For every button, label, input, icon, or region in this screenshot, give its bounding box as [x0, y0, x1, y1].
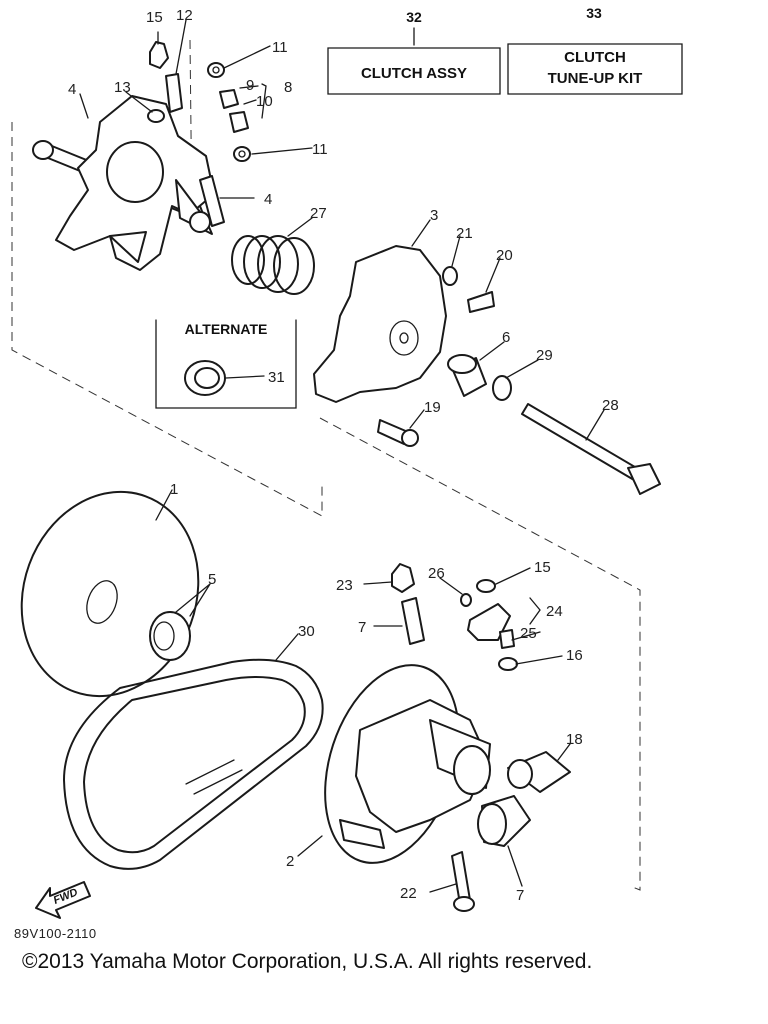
- callout-22: 22: [400, 885, 417, 902]
- callout-18: 18: [566, 731, 583, 748]
- callout-12: 12: [176, 7, 193, 24]
- callout-27: 27: [310, 205, 327, 222]
- alternate-box[interactable]: ALTERNATE: [155, 319, 297, 409]
- callout-8: 8: [284, 79, 292, 96]
- washer-16[interactable]: [498, 657, 518, 671]
- bolt-20[interactable]: [467, 291, 495, 313]
- callout-2: 2: [286, 853, 294, 870]
- callout-13: 13: [114, 79, 131, 96]
- callout-20: 20: [496, 247, 513, 264]
- callout-16: 16: [566, 647, 583, 664]
- callout-11a: 11: [272, 39, 288, 56]
- long-bolt-28[interactable]: [521, 403, 661, 495]
- clutch-assy-box[interactable]: 32 CLUTCH ASSY: [327, 9, 501, 95]
- diagram-code: 89V100-2110: [14, 926, 97, 941]
- collar-26[interactable]: [460, 593, 472, 607]
- tuneup-kit-label-line1: CLUTCH: [564, 49, 626, 66]
- clutch-assy-label: CLUTCH ASSY: [361, 65, 467, 82]
- arm-24[interactable]: [467, 603, 511, 641]
- callout-6: 6: [502, 329, 510, 346]
- fwd-arrow-icon: FWD: [35, 881, 91, 919]
- callout-31: 31: [268, 369, 285, 386]
- sleeve-18[interactable]: [507, 751, 571, 793]
- washer-21[interactable]: [442, 266, 458, 286]
- callout-15a: 15: [146, 9, 163, 26]
- callout-11b: 11: [312, 141, 328, 158]
- spring-27[interactable]: [231, 235, 315, 295]
- callout-9: 9: [246, 77, 254, 94]
- callout-23: 23: [336, 577, 353, 594]
- fixed-sheave-1[interactable]: [0, 467, 226, 721]
- collar-7[interactable]: [477, 795, 531, 847]
- callout-7b: 7: [516, 887, 524, 904]
- washer-29[interactable]: [492, 375, 512, 401]
- callout-labels: 15 12 11 13 9 10 8 4 11 4 27 3 21 20 31 …: [68, 7, 619, 904]
- bushing-25[interactable]: [499, 629, 515, 649]
- bolt-4[interactable]: [199, 175, 225, 227]
- spider-assembly[interactable]: [32, 95, 215, 271]
- washer-11-top[interactable]: [207, 62, 225, 78]
- pin-7[interactable]: [401, 597, 425, 645]
- bolt-19[interactable]: [377, 419, 419, 447]
- cover-3[interactable]: [313, 245, 447, 403]
- callout-24: 24: [546, 603, 563, 620]
- callout-26: 26: [428, 565, 445, 582]
- callout-30: 30: [298, 623, 315, 640]
- bushing-5[interactable]: [149, 611, 191, 661]
- washer-11-lower[interactable]: [233, 146, 251, 162]
- callout-25: 25: [520, 625, 537, 642]
- callout-28: 28: [602, 397, 619, 414]
- sheave-assembly-2[interactable]: [302, 648, 491, 880]
- callout-19: 19: [424, 399, 441, 416]
- roller-13[interactable]: [147, 109, 165, 123]
- kit-number-33: 33: [586, 5, 602, 21]
- weight-cap-23[interactable]: [391, 563, 415, 593]
- pin-12[interactable]: [165, 73, 183, 113]
- callout-5: 5: [208, 571, 216, 588]
- washer-15[interactable]: [476, 579, 496, 593]
- weight-cap-15[interactable]: [149, 41, 169, 69]
- bushing-set-9-10[interactable]: [219, 89, 249, 133]
- callout-1: 1: [170, 481, 178, 498]
- kit-number-32: 32: [406, 9, 422, 25]
- callout-15b: 15: [534, 559, 551, 576]
- callout-4b: 4: [264, 191, 272, 208]
- leader-lines: [79, 19, 605, 893]
- callout-29: 29: [536, 347, 553, 364]
- bushing-6[interactable]: [447, 354, 487, 397]
- callout-4a: 4: [68, 81, 76, 98]
- spacer-31[interactable]: [184, 360, 226, 396]
- bolt-22[interactable]: [451, 851, 475, 912]
- callout-7a: 7: [358, 619, 366, 636]
- clutch-tuneup-kit-box[interactable]: 33 CLUTCH TUNE-UP KIT: [507, 5, 683, 95]
- tuneup-kit-label-line2: TUNE-UP KIT: [548, 70, 643, 87]
- callout-21: 21: [456, 225, 473, 242]
- copyright-notice: ©2013 Yamaha Motor Corporation, U.S.A. A…: [22, 950, 593, 973]
- v-belt-30[interactable]: [63, 658, 324, 870]
- alternate-label: ALTERNATE: [185, 321, 268, 337]
- callout-3: 3: [430, 207, 438, 224]
- callout-10: 10: [256, 93, 273, 110]
